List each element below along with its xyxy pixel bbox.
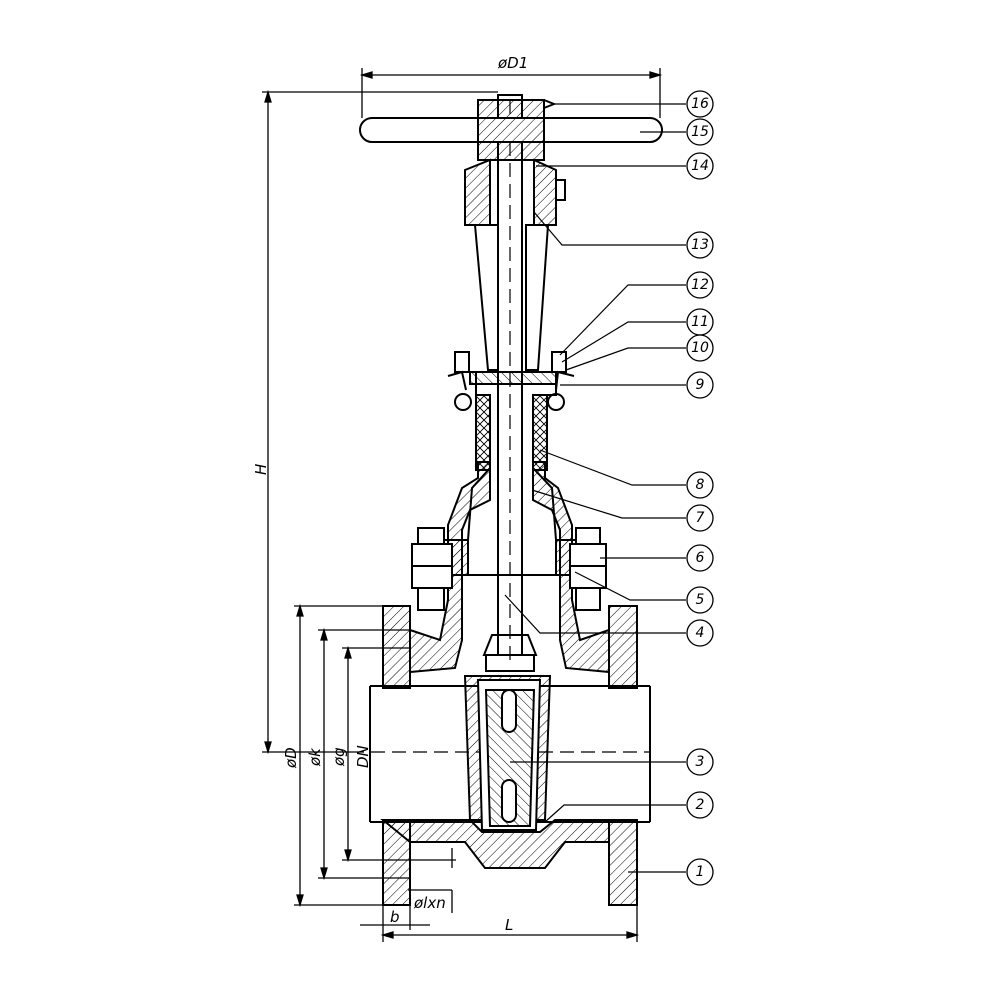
callout-12: 12 [686,271,714,299]
svg-text:7: 7 [696,510,705,526]
callout-3: 3 [686,748,714,776]
dim-l-label: L [505,916,513,934]
bolts [411,351,607,611]
svg-text:5: 5 [696,592,705,608]
wedge [463,675,552,831]
stem [482,94,538,672]
packing-box [475,394,548,471]
svg-text:6: 6 [696,550,705,566]
valve-body [350,461,651,906]
callout-10: 10 [686,334,714,362]
callout-6: 6 [686,544,714,572]
callout-9: 9 [686,371,714,399]
callout-7: 7 [686,504,714,532]
svg-text:1: 1 [696,864,705,880]
svg-text:15: 15 [691,124,709,140]
dim-lxn-label: ølxn [413,894,446,912]
gland [469,371,557,385]
svg-text:2: 2 [696,797,705,813]
svg-text:16: 16 [691,96,709,112]
dim-h-label: H [252,464,270,475]
yoke-nut-housing [464,158,557,226]
handwheel [359,99,663,161]
dimension-labels: øD1 H øD øk øg DN b ølxn L [252,54,528,934]
dim-d-label: øD [282,747,300,769]
leader-lines [504,103,686,873]
svg-text:8: 8 [696,477,705,493]
callout-13: 13 [686,231,714,259]
callout-1: 1 [686,858,714,886]
callout-5: 5 [686,586,714,614]
dim-d1-label: øD1 [497,54,528,72]
callout-14: 14 [686,152,714,180]
svg-text:3: 3 [696,754,705,770]
svg-text:9: 9 [696,377,705,393]
stem-head [482,634,538,656]
callout-16: 16 [686,90,714,118]
dim-k-label: øk [306,747,324,767]
callout-15: 15 [686,118,714,146]
svg-text:14: 14 [691,158,709,174]
dim-b-label: b [390,908,400,926]
svg-text:10: 10 [691,340,709,356]
callout-4: 4 [686,619,714,647]
callout-8: 8 [686,471,714,499]
right-flange [608,605,638,906]
dim-g-label: øg [330,747,348,767]
svg-text:11: 11 [691,314,709,330]
yoke [464,158,566,371]
body-bottom [380,819,610,869]
svg-text:4: 4 [696,625,705,641]
bonnet [439,371,585,576]
dimension-lines [262,68,663,942]
callouts: 16 15 14 13 12 11 10 9 8 7 6 5 4 3 2 1 [686,90,714,886]
callout-2: 2 [686,791,714,819]
dim-dn-label: DN [354,745,372,768]
handwheel-hub [477,99,545,161]
svg-text:13: 13 [691,237,709,253]
svg-text:12: 12 [691,277,709,293]
callout-11: 11 [686,308,714,336]
